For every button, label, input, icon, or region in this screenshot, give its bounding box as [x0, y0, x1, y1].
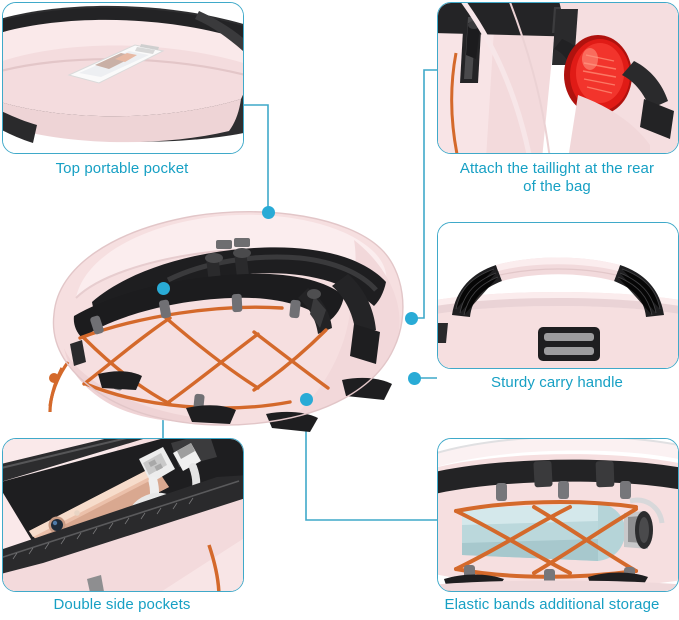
art-taillight	[438, 3, 678, 153]
handle-mount-plate	[538, 327, 600, 361]
callout-dot-top-pocket	[261, 205, 275, 219]
art-top-portable-pocket	[3, 3, 243, 153]
side-zipper	[298, 288, 332, 334]
taillight-lens	[564, 35, 632, 115]
panel-double-side-pockets	[2, 438, 244, 592]
caption-double-side-pockets: Double side pockets	[53, 596, 191, 613]
art-carry-handle	[438, 223, 678, 368]
caption-carry-handle: Sturdy carry handle	[491, 374, 623, 391]
panel-carry-handle	[437, 222, 679, 369]
art-elastic-bands	[438, 439, 678, 591]
caption-elastic-bands: Elastic bands additional storage	[444, 596, 660, 613]
hero-product-bike-rack-bag	[18, 196, 422, 458]
art-double-side-pockets	[3, 439, 243, 591]
callout-dot-carry-handle	[407, 371, 421, 385]
panel-top-portable-pocket	[2, 2, 244, 154]
caption-top-portable-pocket: Top portable pocket	[55, 160, 189, 177]
callout-dot-side-pockets	[156, 281, 170, 295]
callout-dot-elastic-bands	[299, 392, 313, 406]
callout-dot-taillight	[404, 311, 418, 325]
cord-toggle	[48, 340, 86, 413]
panel-taillight	[437, 2, 679, 154]
panel-elastic-bands	[437, 438, 679, 592]
caption-taillight: Attach the taillight at the rear of the …	[459, 160, 655, 196]
